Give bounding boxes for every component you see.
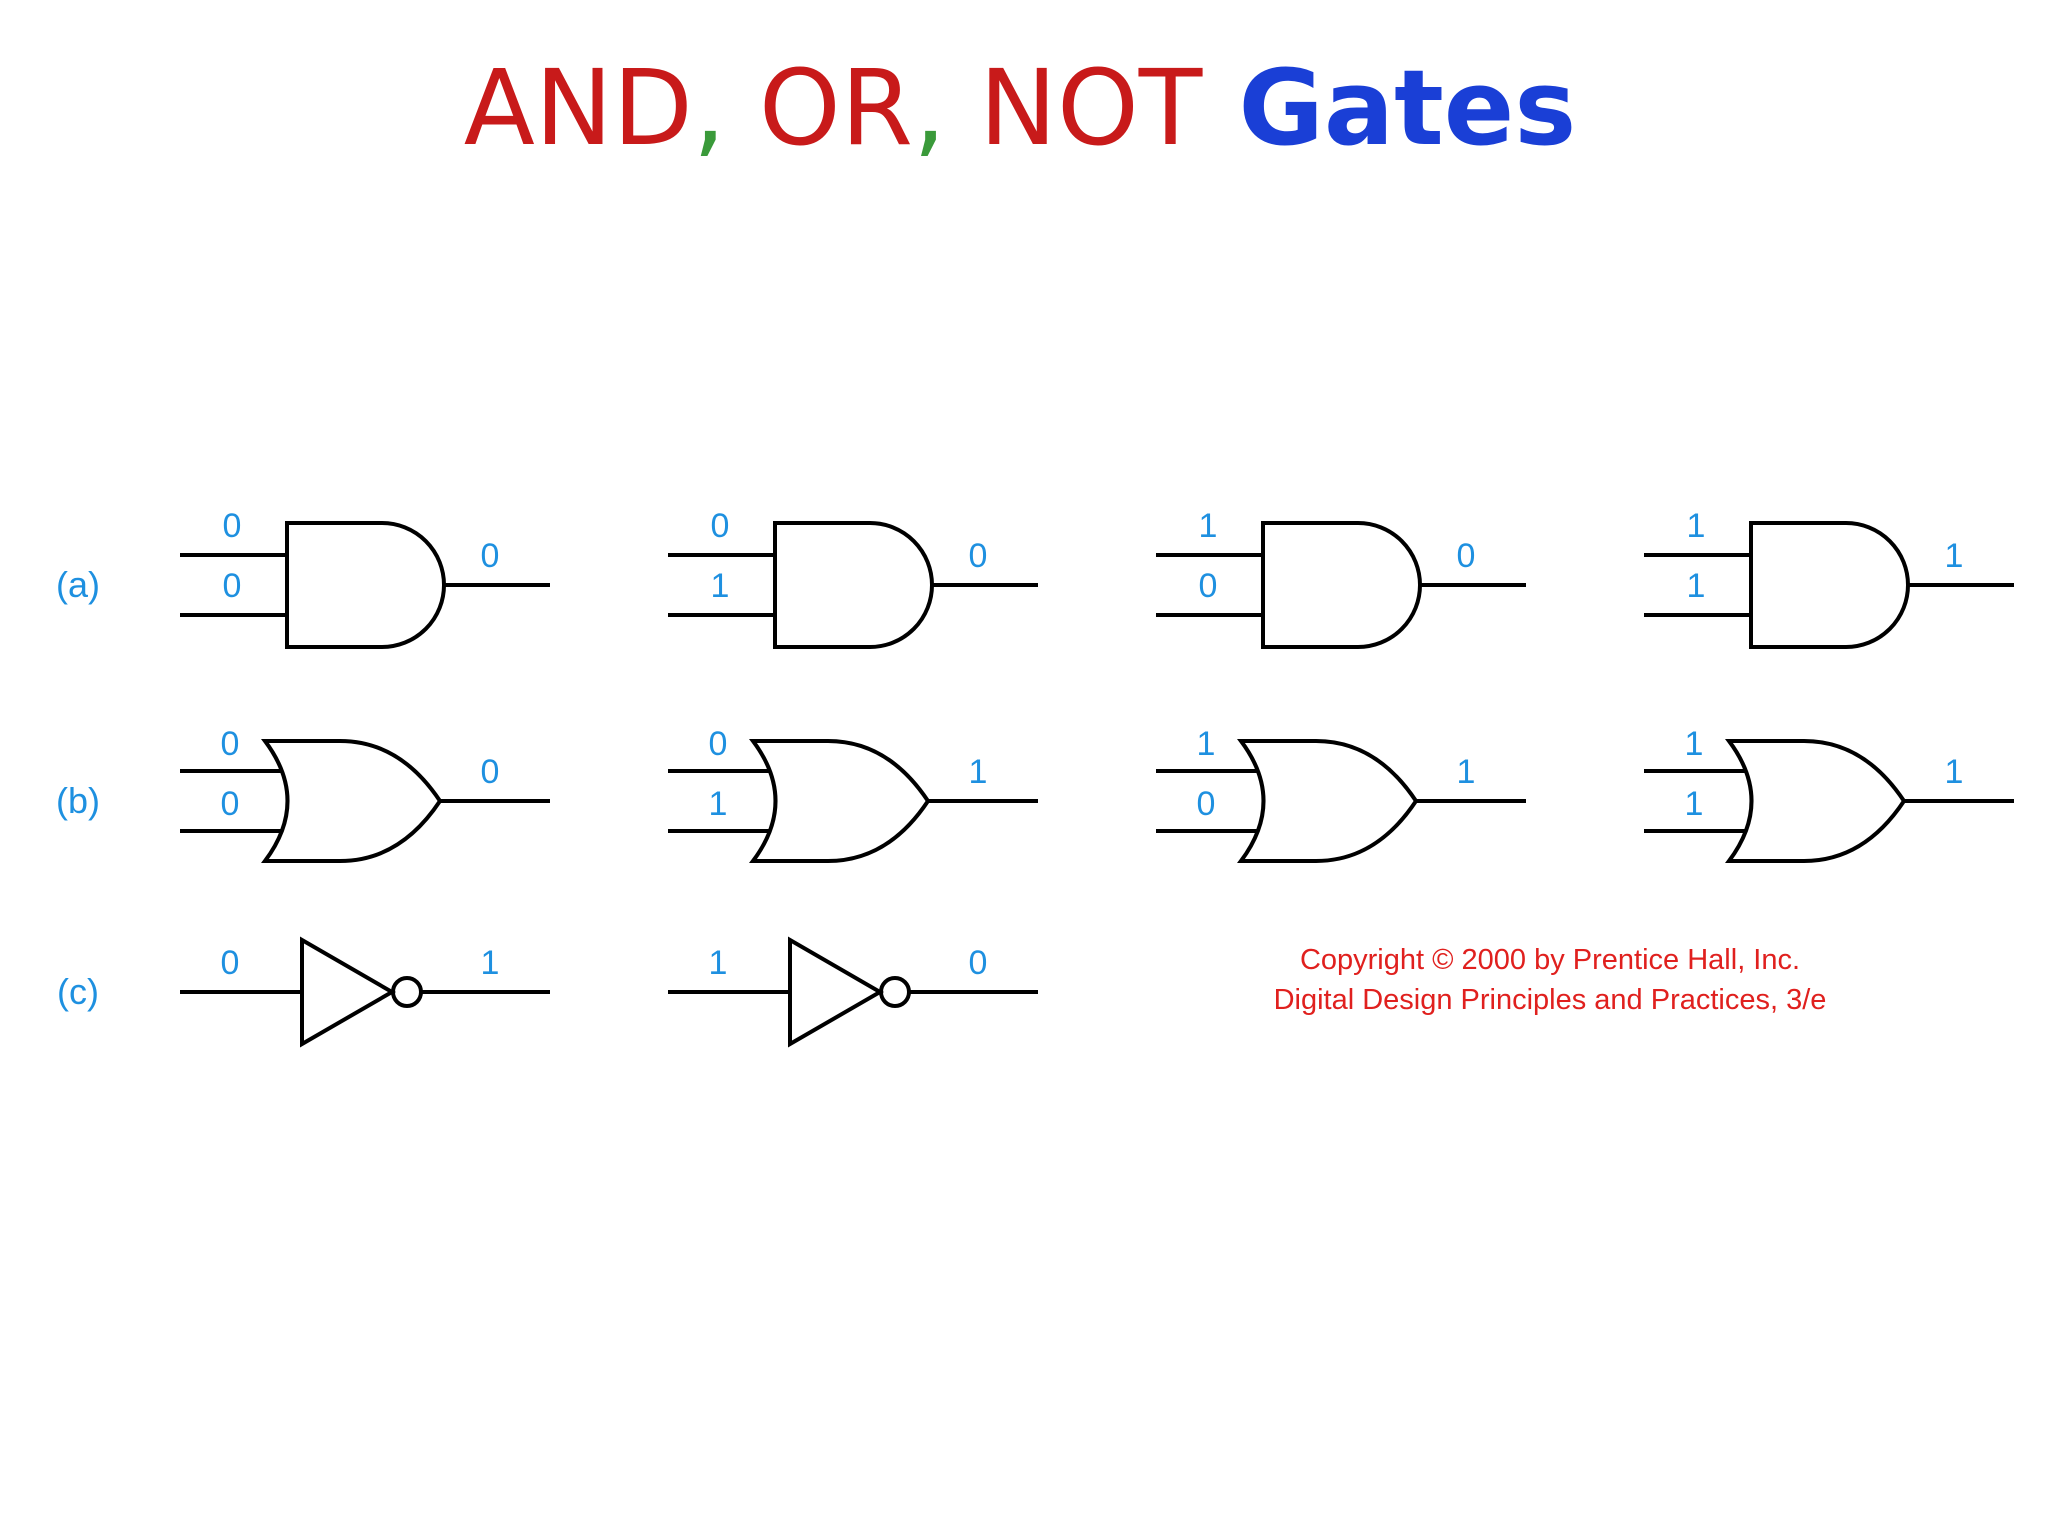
or-case-4-output-value: 1 xyxy=(1945,753,1964,791)
copyright-line-1: Copyright © 2000 by Prentice Hall, Inc. xyxy=(1299,944,1801,976)
and-case-1-input-1-value: 0 xyxy=(223,507,242,545)
and-case-1-and-gate-body xyxy=(285,521,446,649)
or-case-2-input-1-value: 0 xyxy=(709,725,728,763)
or-case-1-input-1-value: 0 xyxy=(221,725,240,763)
and-case-3-and-gate-body xyxy=(1261,521,1422,649)
and-case-1-input-2-value: 0 xyxy=(223,567,242,605)
or-case-2-or-gate-body xyxy=(749,739,931,863)
not-case-1-inversion-bubble xyxy=(391,976,423,1008)
or-case-4-input-2-value: 1 xyxy=(1685,785,1704,823)
or-case-1-or-gate-body xyxy=(261,739,443,863)
and-case-4-output-value: 1 xyxy=(1945,537,1964,575)
and-case-3-output-value: 0 xyxy=(1457,537,1476,575)
and-case-4-input-2-value: 1 xyxy=(1687,567,1706,605)
not-case-1-not-gate-body xyxy=(300,936,396,1048)
not-case-2-output-value: 0 xyxy=(969,944,988,982)
or-case-2-output-value: 1 xyxy=(969,753,988,791)
or-case-4-or-gate-body xyxy=(1725,739,1907,863)
and-case-2-input-2-value: 1 xyxy=(711,567,730,605)
and-case-2-output-value: 0 xyxy=(969,537,988,575)
or-case-3-or-gate-body xyxy=(1237,739,1419,863)
and-case-3-input-1-value: 1 xyxy=(1199,507,1218,545)
title-and: AND xyxy=(463,47,693,169)
or-case-3-input-1-value: 1 xyxy=(1197,725,1216,763)
and-case-2-input-1-value: 0 xyxy=(711,507,730,545)
not-case-2-input-value: 1 xyxy=(709,944,728,982)
title-comma-1: , xyxy=(692,47,726,169)
or-case-1-output-value: 0 xyxy=(481,753,500,791)
title-not: NOT xyxy=(946,47,1203,169)
or-case-4-input-1-value: 1 xyxy=(1685,725,1704,763)
or-case-1-input-2-value: 0 xyxy=(221,785,240,823)
row-label-and: (a) xyxy=(56,564,100,605)
copyright-notice: Copyright © 2000 by Prentice Hall, Inc. … xyxy=(1200,940,1900,1020)
page-title: AND, OR, NOT Gates xyxy=(0,48,2040,168)
not-case-1-output-value: 1 xyxy=(481,944,500,982)
and-case-1-output-value: 0 xyxy=(481,537,500,575)
not-case-2-inversion-bubble xyxy=(879,976,911,1008)
and-case-2-and-gate-body xyxy=(773,521,934,649)
or-case-3-input-2-value: 0 xyxy=(1197,785,1216,823)
and-case-3-input-2-value: 0 xyxy=(1199,567,1218,605)
title-or: OR xyxy=(725,47,914,169)
title-gates: Gates xyxy=(1202,47,1577,169)
copyright-line-2: Digital Design Principles and Practices,… xyxy=(1273,984,1827,1016)
and-case-4-input-1-value: 1 xyxy=(1687,507,1706,545)
row-label-not: (c) xyxy=(57,971,99,1012)
row-label-or: (b) xyxy=(56,780,100,821)
and-case-4-and-gate-body xyxy=(1749,521,1910,649)
not-case-1-input-value: 0 xyxy=(221,944,240,982)
not-case-2-not-gate-body xyxy=(788,936,884,1048)
or-case-3-output-value: 1 xyxy=(1457,753,1476,791)
or-case-2-input-2-value: 1 xyxy=(709,785,728,823)
title-comma-2: , xyxy=(913,47,947,169)
